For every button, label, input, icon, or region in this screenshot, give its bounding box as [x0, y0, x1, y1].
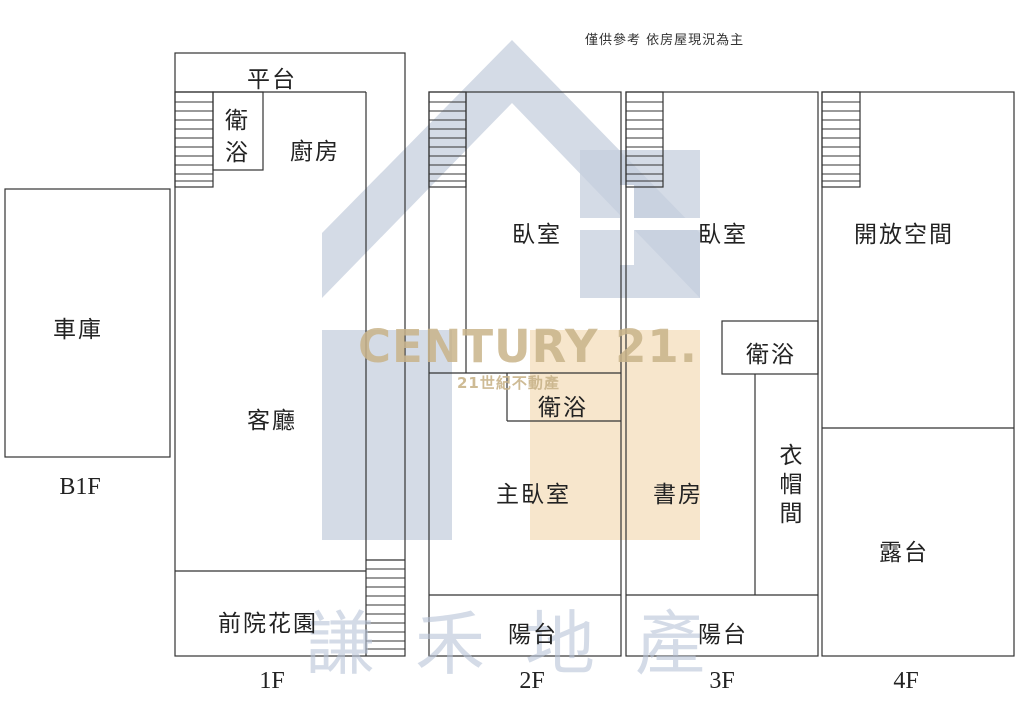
b1f-garage-outline	[4, 188, 171, 458]
floor-label-3f: 3F	[709, 668, 735, 694]
room-bath-char-1: 衛	[225, 108, 250, 134]
room-bedroom-3f: 臥室	[698, 222, 748, 248]
room-walk-in-closet: 衣帽間	[775, 443, 801, 530]
room-open-space: 開放空間	[854, 222, 954, 248]
room-bath-3f: 衛浴	[746, 342, 796, 368]
room-master-bedroom: 主臥室	[496, 482, 571, 508]
room-study: 書房	[653, 482, 703, 508]
room-bath-char-2: 浴	[225, 140, 250, 166]
room-platform: 平台	[247, 67, 297, 93]
1f-upper-stair	[174, 91, 214, 188]
room-living: 客廳	[247, 408, 297, 434]
room-kitchen: 廚房	[290, 139, 340, 165]
floor-label-1f: 1F	[259, 668, 285, 694]
3f-stair	[625, 91, 664, 188]
room-balcony-2f: 陽台	[508, 622, 558, 648]
room-bedroom-2f: 臥室	[512, 222, 562, 248]
floor-label-2f: 2F	[519, 668, 545, 694]
watermark-house-logo	[322, 40, 700, 540]
room-balcony-3f: 陽台	[698, 622, 748, 648]
3f-plan	[625, 91, 819, 657]
room-terrace: 露台	[879, 540, 929, 566]
watermark-brand-sub: 21世紀不動產	[457, 374, 560, 392]
floor-label-4f: 4F	[893, 668, 919, 694]
disclaimer-note: 僅供參考 依房屋現況為主	[585, 33, 745, 48]
room-bath-2f: 衛浴	[538, 395, 588, 421]
4f-stair	[821, 91, 861, 188]
room-front-garden: 前院花園	[218, 611, 318, 637]
4f-plan	[821, 91, 1015, 657]
watermark-brand: CENTURY 21.	[358, 320, 698, 373]
room-garage: 車庫	[53, 317, 103, 343]
1f-lower-stair	[366, 568, 405, 650]
floor-label-b1f: B1F	[59, 474, 101, 500]
2f-stair	[428, 91, 467, 188]
watermark-agency: 謙禾地產	[305, 603, 745, 685]
